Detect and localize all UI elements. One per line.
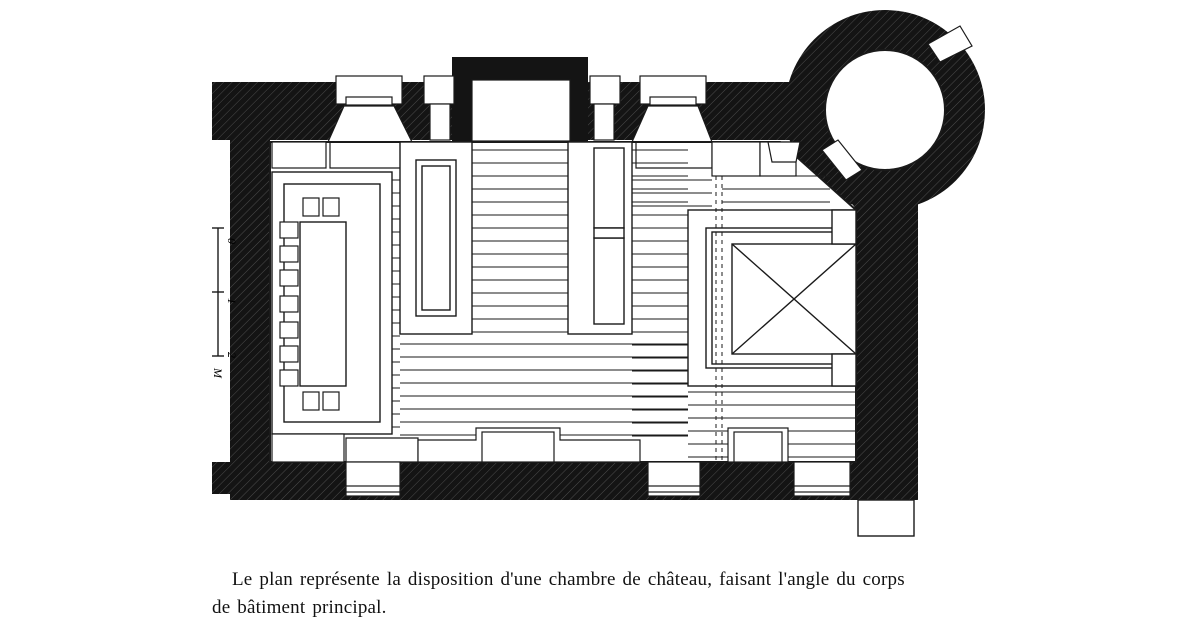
tower-windows [821, 25, 973, 181]
scale-bar: 0 1 2 M [211, 227, 239, 379]
alcove-stools [279, 197, 340, 411]
scale-label-1: 1 [225, 298, 239, 304]
caption-line-1: Le plan représente la disposition d'une … [232, 569, 905, 590]
scale-label-0: 0 [225, 238, 239, 244]
right-upper-blocks [711, 141, 801, 177]
central-cabinet [399, 141, 473, 335]
right-fixture [687, 209, 857, 387]
floor-boards [392, 149, 856, 458]
window-embrasures [327, 105, 713, 143]
alcove-corner-blocks [271, 141, 345, 463]
top-window-frames [335, 75, 707, 141]
scale-label-2: 2 [225, 352, 239, 358]
floor-plan-figure: 0 1 2 M [211, 10, 985, 537]
tower-interior [824, 49, 946, 171]
top-window-bay [452, 57, 588, 142]
wall-stub [857, 499, 915, 537]
scale-unit: M [211, 367, 225, 379]
figure-caption: Le plan représente la disposition d'une … [212, 566, 1012, 622]
right-cabinet [567, 141, 633, 335]
bottom-windows [345, 461, 851, 497]
caption-line-2: de bâtiment principal. [212, 597, 387, 618]
bottom-panels [345, 427, 789, 463]
bed [299, 221, 347, 387]
